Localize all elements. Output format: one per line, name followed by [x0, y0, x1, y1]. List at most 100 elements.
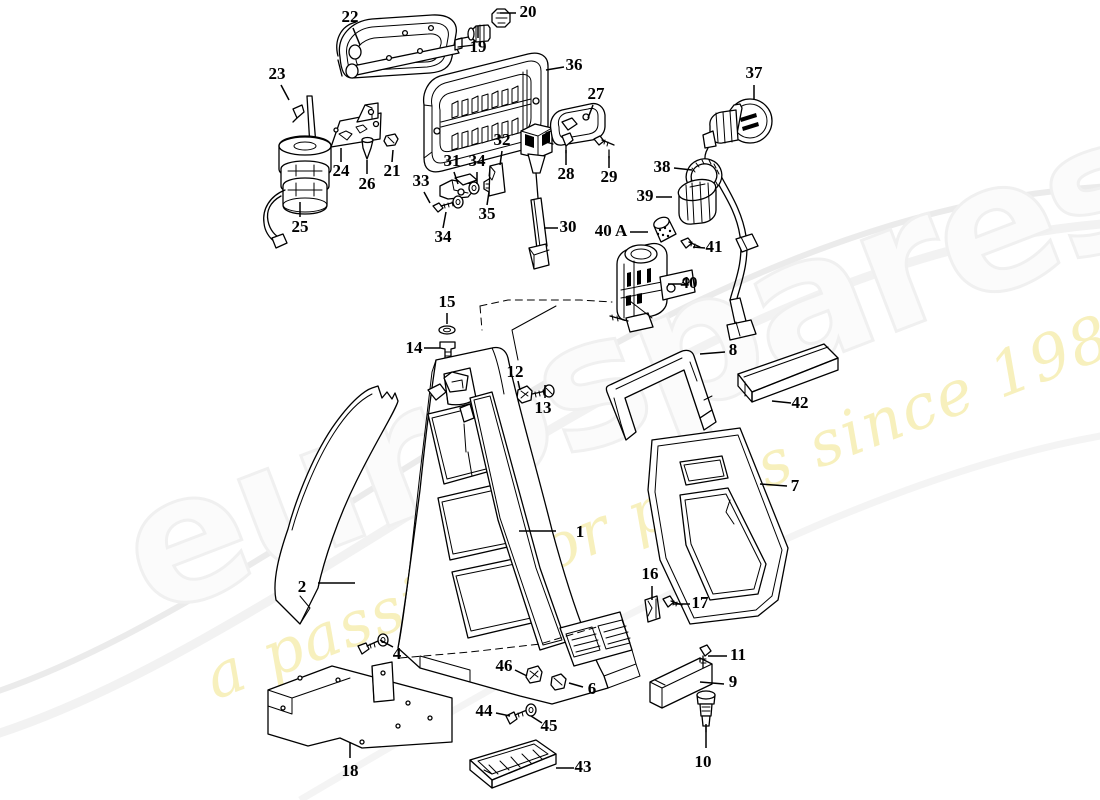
part-39-housing-nut — [677, 178, 717, 225]
part-1-centre-console — [397, 346, 641, 705]
callout-label-25: 25 — [292, 217, 309, 236]
callout-2: 2 — [298, 577, 355, 596]
callout-13: 13 — [535, 385, 552, 417]
callout-label-15: 15 — [439, 292, 456, 311]
callout-12: 12 — [507, 362, 524, 391]
callout-40: 40 — [668, 273, 698, 292]
part-2-console-side-panel — [274, 385, 399, 625]
callout-label-35: 35 — [479, 204, 496, 223]
callout-38: 38 — [654, 157, 693, 176]
callout-label-24: 24 — [333, 161, 351, 180]
callout-label-31: 31 — [444, 151, 461, 170]
callout-22: 22 — [342, 7, 361, 46]
callout-leader-7 — [759, 483, 788, 487]
part-31-latch-bracket — [439, 173, 478, 200]
part-45-washer — [525, 703, 537, 717]
callout-23: 23 — [269, 64, 290, 101]
callout-29: 29 — [601, 156, 618, 186]
part-26-plastic-rivet — [361, 136, 374, 160]
callout-label-28: 28 — [558, 164, 575, 183]
callout-label-39: 39 — [637, 186, 654, 205]
part-7-console-trim-plate — [647, 427, 789, 625]
callout-leader-9 — [699, 681, 725, 685]
callout-leader-35 — [486, 191, 490, 206]
callout-label-34b: 34 — [435, 227, 453, 246]
callout-leader-6 — [568, 682, 584, 688]
part-23-clip — [292, 104, 305, 123]
callout-label-13: 13 — [535, 398, 552, 417]
callout-label-30: 30 — [560, 217, 577, 236]
callout-leader-4 — [379, 639, 394, 648]
part-29-screw — [593, 135, 615, 159]
callout-leader-38 — [673, 167, 693, 171]
callout-label-20: 20 — [520, 2, 537, 21]
part-10-bulb-holder — [696, 690, 716, 733]
part-41-screw — [680, 237, 701, 249]
callout-leader-33 — [423, 191, 431, 204]
callout-label-40A: 40 A — [595, 221, 628, 240]
callout-label-2: 2 — [298, 577, 307, 596]
callout-label-46: 46 — [496, 656, 513, 675]
callout-32: 32 — [494, 130, 511, 166]
part-22-handbrake-handle — [336, 14, 475, 79]
callout-label-40: 40 — [681, 273, 698, 292]
callout-label-4: 4 — [393, 644, 402, 663]
callout-leader-12 — [517, 380, 521, 391]
callout-label-43: 43 — [575, 757, 592, 776]
callout-label-41: 41 — [706, 237, 723, 256]
callout-leader-41 — [692, 246, 706, 249]
callout-21: 21 — [384, 149, 401, 180]
part-25-gear-lever-boot — [263, 95, 332, 249]
callout-label-37: 37 — [746, 63, 764, 82]
callout-leader-31 — [453, 171, 459, 185]
part-9-cover-strip — [649, 657, 713, 709]
callout-20: 20 — [500, 2, 537, 21]
callout-label-23: 23 — [269, 64, 286, 83]
part-8-console-trim-frame — [605, 349, 717, 441]
callout-33: 33 — [413, 171, 431, 204]
callout-30: 30 — [544, 217, 577, 236]
part-17-screw — [662, 595, 683, 608]
part-18-bracket-plate — [267, 661, 453, 749]
part-15-washer — [438, 325, 456, 335]
callout-1: 1 — [519, 522, 584, 541]
assembly-guide-line — [399, 297, 653, 659]
callout-label-27: 27 — [588, 84, 606, 103]
callout-42: 42 — [771, 393, 809, 412]
callout-leader-21 — [391, 149, 394, 163]
callout-14: 14 — [406, 338, 440, 357]
callout-25: 25 — [292, 202, 309, 236]
part-36-air-vent-grille — [422, 52, 549, 173]
callout-40A: 40 A — [595, 221, 648, 240]
callout-7: 7 — [759, 476, 800, 495]
callout-label-8: 8 — [729, 340, 738, 359]
callout-9: 9 — [699, 672, 737, 691]
part-40A-lighter-element — [653, 216, 677, 243]
callout-leader-23 — [280, 84, 290, 101]
part-4-screw — [357, 640, 379, 655]
callout-44: 44 — [476, 701, 511, 720]
callout-34b: 34 — [435, 211, 453, 246]
part-42-trim-insert — [737, 343, 839, 403]
callout-label-12: 12 — [507, 362, 524, 381]
part-43-small-vent-grille — [469, 739, 557, 789]
callout-leader-8 — [699, 351, 726, 355]
callout-label-14: 14 — [406, 338, 424, 357]
callout-26: 26 — [359, 160, 376, 193]
callout-label-42: 42 — [792, 393, 809, 412]
callout-label-44: 44 — [476, 701, 494, 720]
part-6-clip-nut — [550, 673, 567, 691]
part-28-switch-body — [520, 123, 553, 199]
callout-34a: 34 — [469, 151, 486, 184]
callout-leader-45 — [530, 715, 543, 724]
callout-label-1: 1 — [576, 522, 585, 541]
callout-label-18: 18 — [342, 761, 359, 780]
callout-label-26: 26 — [359, 174, 376, 193]
callout-19: 19 — [470, 26, 487, 56]
callout-label-10: 10 — [695, 752, 712, 771]
callout-41: 41 — [692, 237, 723, 256]
callout-leader-27 — [587, 104, 594, 119]
